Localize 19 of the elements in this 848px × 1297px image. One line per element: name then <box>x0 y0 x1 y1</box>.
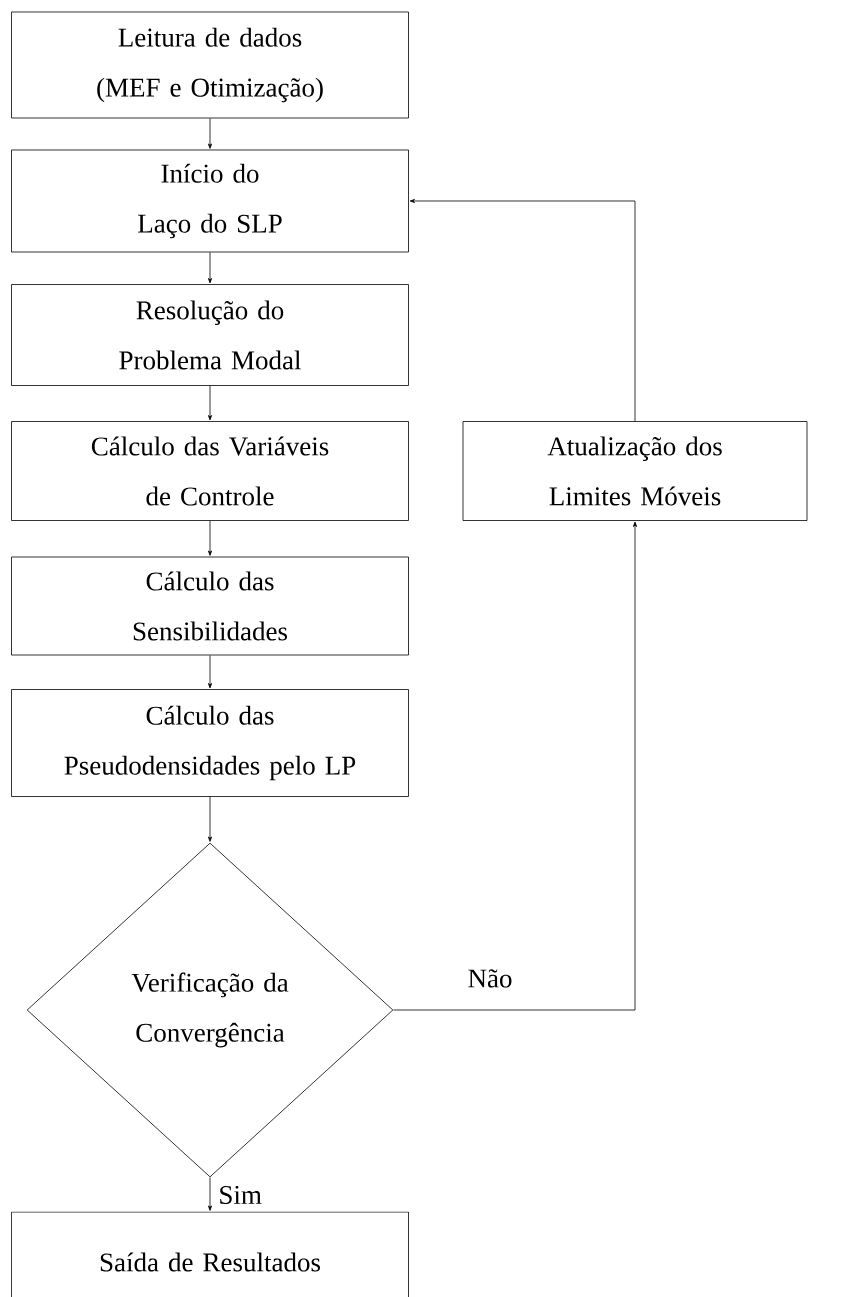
arrow <box>208 520 212 556</box>
arrow <box>208 1177 212 1211</box>
arrow <box>208 118 212 149</box>
process-box: Cálculo das Variáveis de Controle <box>11 421 409 521</box>
edge-label: Não <box>465 967 515 990</box>
arrow <box>208 796 212 842</box>
process-box: Cálculo das Sensibilidades <box>11 556 409 656</box>
process-box: Leitura de dados (MEF e Otimização) <box>11 11 409 119</box>
process-box: Início do Laço do SLP <box>11 149 409 253</box>
edge-label: Sim <box>216 1183 264 1207</box>
arrow <box>393 521 637 1011</box>
process-box: Atualização dos Limites Móveis <box>462 421 808 521</box>
arrow <box>208 385 212 421</box>
process-box: Cálculo das Pseudodensidades pelo LP <box>11 689 409 797</box>
process-box: Resolução do Problema Modal <box>11 284 409 386</box>
arrow <box>208 252 212 284</box>
arrow <box>208 655 212 689</box>
process-box: Saída de Resultados <box>11 1211 409 1297</box>
arrow <box>409 199 636 422</box>
